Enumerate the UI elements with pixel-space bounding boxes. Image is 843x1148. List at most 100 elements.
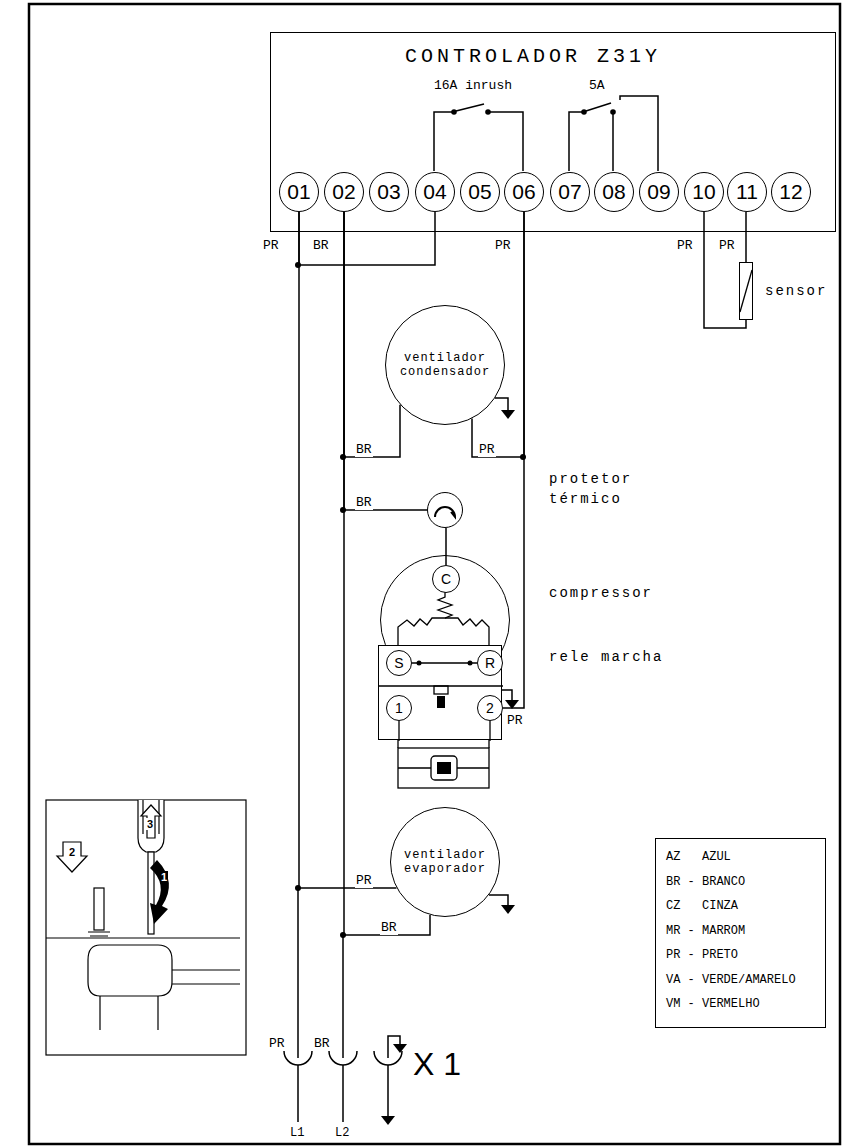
terminal-block-name: X 1: [412, 1046, 462, 1083]
node-label: 05: [468, 180, 491, 204]
wire: [445, 528, 447, 565]
assembly-inset: [100, 970, 240, 1030]
wire: [745, 212, 747, 262]
terminal-pin: 1: [386, 695, 412, 721]
node-label: 2: [486, 700, 494, 716]
insertion-arrow: [150, 860, 169, 924]
terminal-pin: 12: [771, 172, 811, 212]
contact-dots: [581, 109, 587, 115]
wire-color-code: PR: [262, 238, 280, 253]
supply-wires: [298, 888, 343, 1058]
node-label: 09: [647, 180, 670, 204]
terminal-pin: 11: [727, 172, 767, 212]
node-text: 10: [692, 180, 715, 204]
legend-row: AZ AZUL: [666, 845, 815, 870]
node-label: 11: [736, 180, 758, 204]
node-text: 09: [647, 180, 670, 204]
ground-symbol: [501, 410, 515, 419]
node-label: 1: [395, 700, 403, 716]
assembly-inset: [46, 800, 246, 1055]
terminal-pin: 09: [639, 172, 679, 212]
terminal-pin: 08: [594, 172, 634, 212]
protector-bimetal: [435, 507, 455, 517]
node-text: 01: [287, 180, 310, 204]
relay-contacts: [434, 96, 658, 171]
wire-color-code: BR: [312, 238, 330, 253]
node-text: 04: [423, 180, 446, 204]
ground-symbol: [393, 1044, 407, 1053]
relay-contacts: [569, 96, 658, 171]
relay-contacts: [456, 104, 484, 111]
supply-wires: [284, 398, 512, 1122]
ground-symbol: [501, 905, 515, 914]
assembly-inset: [88, 932, 110, 936]
fan-motor: ventilador evaporador: [390, 807, 500, 917]
contact-dots: [610, 109, 616, 115]
ptc-starter: [398, 740, 489, 748]
legend-row: MR - MARROM: [666, 919, 815, 944]
node-text: S: [394, 655, 403, 671]
wire: [344, 212, 430, 935]
temperature-sensor: sensor: [739, 262, 753, 320]
assembly-inset: [148, 852, 154, 934]
node-text: R: [485, 655, 495, 671]
assembly-inset: [46, 937, 240, 938]
relay-contacts: [586, 103, 611, 111]
wire-color-code: PR: [718, 238, 736, 253]
assembly-inset: [94, 888, 104, 930]
node-label: ventilador evaporador: [395, 848, 495, 876]
node-label: CONTROLADOR Z31Y: [271, 45, 795, 68]
supply-wires: [298, 1065, 388, 1122]
node-label: 07: [558, 180, 581, 204]
step-number: 1: [160, 871, 168, 883]
wire: [472, 212, 524, 457]
node-label: 10: [692, 180, 715, 204]
terminal-pin: 01: [279, 172, 319, 212]
wire-color-code: PR: [355, 873, 373, 888]
ground-symbol: [381, 1116, 395, 1125]
node-text: 05: [468, 180, 491, 204]
terminal-pin: 10: [684, 172, 724, 212]
part-name: rele marcha: [549, 647, 663, 667]
node-label: 12: [779, 180, 802, 204]
terminal-pin: 07: [550, 172, 590, 212]
wire-color-code: BR: [313, 1036, 331, 1051]
node-label: C: [441, 571, 451, 587]
node-label: 03: [377, 180, 400, 204]
ptc-starter: [398, 740, 489, 788]
node-text: 2: [486, 700, 494, 716]
line-name: L1: [289, 1126, 305, 1140]
node-label: 01: [287, 180, 310, 204]
thermal-protector: protetor térmico: [427, 492, 463, 528]
junction-dot: [295, 262, 526, 938]
contact-dots: [451, 109, 457, 115]
contact-dots: [485, 109, 491, 115]
page-frame: [29, 4, 840, 1144]
wire: [299, 212, 397, 888]
terminal-pin: 03: [369, 172, 409, 212]
legend-row: VA - VERDE/AMARELO: [666, 968, 815, 993]
terminal-pin: 04: [415, 172, 455, 212]
node-text: 11: [736, 180, 758, 204]
contact-dots: [451, 109, 616, 115]
part-name: compressor: [549, 583, 653, 603]
node-text: 1: [395, 700, 403, 716]
assembly-inset: [88, 945, 172, 996]
node-text: 08: [602, 180, 625, 204]
assembly-inset: [138, 800, 164, 852]
node-label: 08: [602, 180, 625, 204]
assembly-inset: [46, 800, 246, 1055]
legend-row: CZ CINZA: [666, 894, 815, 919]
assembly-inset: [57, 842, 87, 872]
wire-color-code: BR: [355, 495, 373, 510]
start-relay: rele marchaSR12: [378, 645, 502, 740]
wire-color-code: PR: [494, 238, 512, 253]
node-text: 02: [332, 180, 355, 204]
line-name: L2: [334, 1126, 350, 1140]
legend-row: PR - PRETO: [666, 943, 815, 968]
wire-color-code: PR: [478, 442, 496, 457]
wire-color-code: BR: [355, 442, 373, 457]
relay-rating: 5A: [588, 78, 606, 93]
wire: [503, 212, 524, 708]
